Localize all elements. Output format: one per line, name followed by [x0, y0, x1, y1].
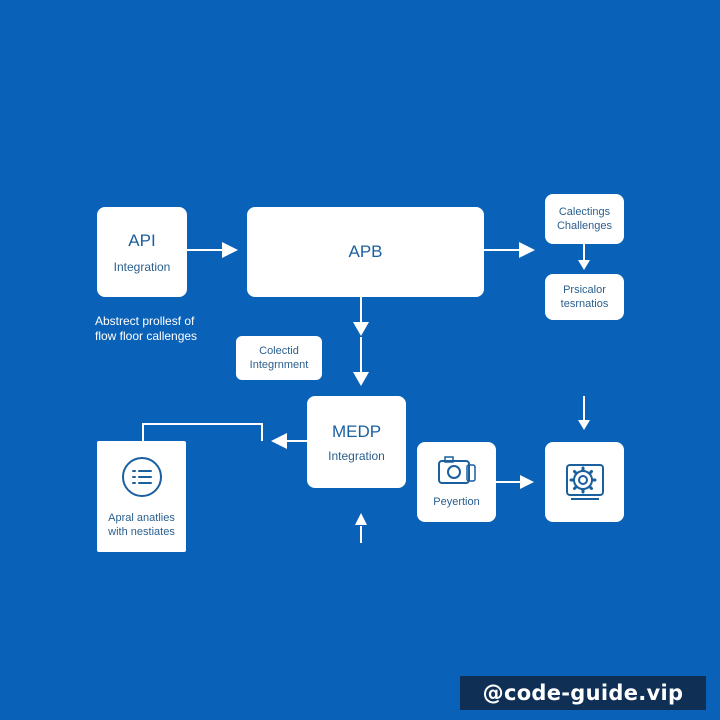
- arrowhead-medp-apral: [271, 433, 287, 449]
- arrowhead-bottom-medp: [355, 513, 367, 525]
- camera-icon: [437, 455, 477, 487]
- arrowhead-calectings-prsicalor: [578, 260, 590, 270]
- node-medp-sub: Integration: [328, 448, 385, 463]
- arrowhead-apb-medp-upper: [353, 322, 369, 336]
- list-icon: [120, 455, 164, 499]
- annotation-line2: flow floor callenges: [95, 329, 198, 343]
- arrowhead-apb-medp-lower: [353, 372, 369, 386]
- node-prsicalor-line1: Prsicalor: [563, 284, 606, 296]
- node-calectings[interactable]: Calectings Challenges: [545, 194, 624, 244]
- node-colectid-line2: Integrnment: [249, 359, 309, 371]
- annotation-line1: Abstrect prollesf of: [95, 314, 195, 328]
- node-calectings-line2: Challenges: [556, 220, 613, 232]
- node-apral[interactable]: Apral anatlies with nestiates: [97, 441, 186, 552]
- node-api[interactable]: API Integration: [97, 207, 187, 297]
- arrowhead-api-apb: [222, 242, 238, 258]
- node-apral-line1: Apral anatlies: [108, 511, 175, 524]
- annotation-text: Abstrect prollesf of flow floor callenge…: [95, 314, 205, 344]
- node-gear[interactable]: [545, 442, 624, 522]
- watermark: @code-guide.vip: [460, 676, 706, 710]
- node-prsicalor[interactable]: Prsicalor tesrnatios: [545, 274, 624, 320]
- arrowhead-peyertion-gear: [520, 475, 534, 489]
- node-apb-title: APB: [348, 242, 383, 261]
- node-prsicalor-line2: tesrnatios: [560, 298, 609, 310]
- node-api-title: API: [128, 230, 156, 250]
- arrowhead-top-gear: [578, 420, 590, 430]
- connector-apral-elbow: [142, 423, 263, 441]
- node-medp[interactable]: MEDP Integration: [307, 396, 406, 488]
- node-apral-line2: with nestiates: [108, 525, 175, 538]
- node-colectid-line1: Colectid: [259, 345, 299, 357]
- node-medp-title: MEDP: [331, 421, 382, 441]
- node-calectings-line1: Calectings: [558, 206, 611, 218]
- node-apb[interactable]: APB: [247, 207, 484, 297]
- node-api-sub: Integration: [113, 259, 171, 274]
- node-peyertion[interactable]: Peyertion: [417, 442, 496, 522]
- node-peyertion-label: Peyertion: [433, 496, 480, 508]
- gear-icon: [563, 460, 607, 504]
- node-colectid[interactable]: Colectid Integrnment: [236, 336, 322, 380]
- arrowhead-apb-calectings: [519, 242, 535, 258]
